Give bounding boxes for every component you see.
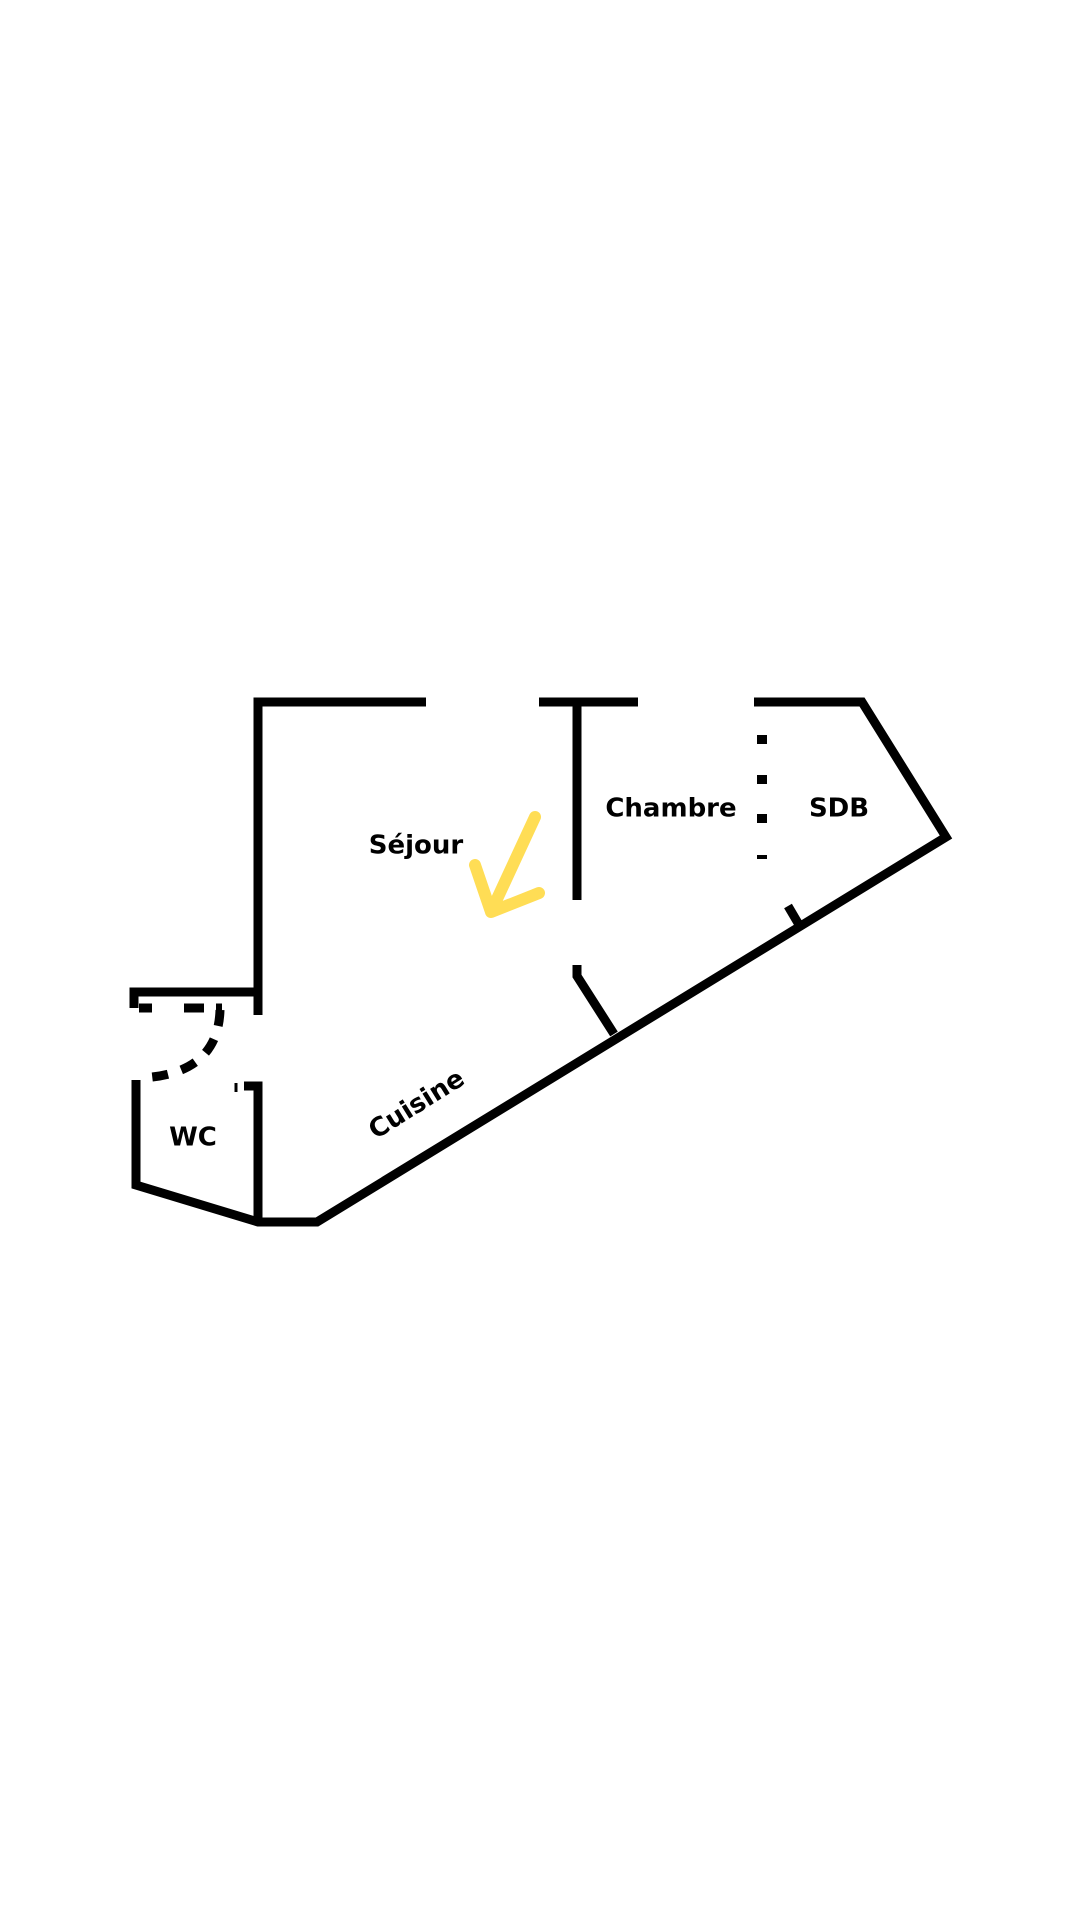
- wall-outer-right: [131, 697, 953, 1227]
- entrance-arrow: [469, 811, 545, 918]
- wall-sdb-tick: [784, 903, 802, 926]
- wall-kitchen-divider: [572, 965, 618, 1037]
- room-label-sejour: Séjour: [369, 831, 464, 861]
- wall-wc-top: [129, 987, 258, 1008]
- wall-sejour-left-top: [253, 697, 426, 1015]
- room-label-chambre: Chambre: [605, 794, 736, 824]
- room-label-wc: WC: [169, 1123, 217, 1153]
- arrow-down-left-icon: [469, 811, 545, 918]
- room-label-sdb: SDB: [809, 794, 869, 824]
- wc-door-dashed: [138, 1003, 225, 1083]
- wall-wc-right: [244, 1081, 263, 1222]
- sdb-partition-dotted: [757, 735, 767, 859]
- walls: [129, 697, 953, 1227]
